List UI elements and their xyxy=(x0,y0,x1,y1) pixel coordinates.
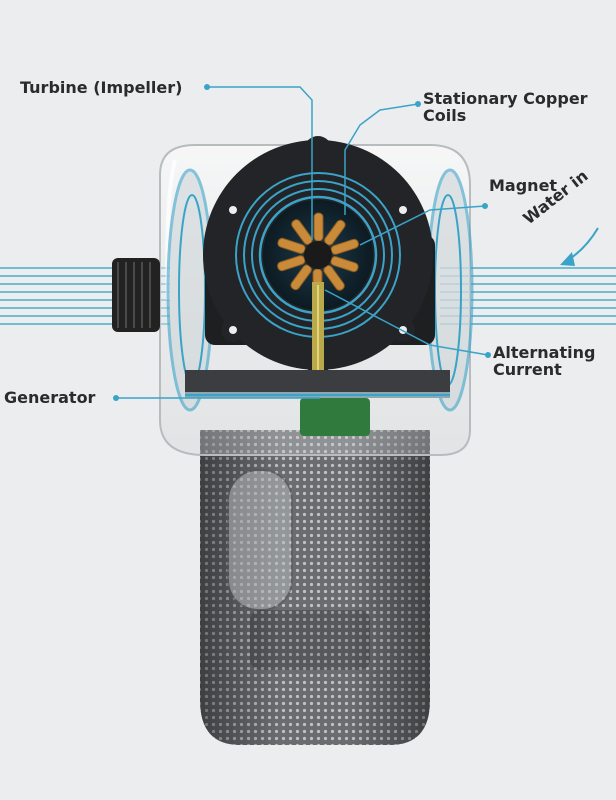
water-stream-left xyxy=(0,267,170,325)
alternating-current-label: Alternating Current xyxy=(493,344,595,378)
water-in-arrow xyxy=(560,227,599,266)
threaded-inlet xyxy=(112,258,160,332)
ac-label-line2: Current xyxy=(493,360,562,379)
generator-label: Generator xyxy=(4,388,96,407)
generator-board xyxy=(185,370,450,436)
leader-lines xyxy=(116,86,489,399)
coils-label-line1: Stationary Copper xyxy=(423,89,588,108)
mesh-canister xyxy=(200,430,430,745)
coils-label: Stationary Copper Coils xyxy=(423,90,588,124)
coils-label-line2: Coils xyxy=(423,106,467,125)
magnet-label: Magnet xyxy=(489,176,558,195)
turbine-label: Turbine (Impeller) xyxy=(20,78,183,97)
ac-label-line1: Alternating xyxy=(493,343,596,362)
impeller-hub xyxy=(304,241,332,269)
leader-dots xyxy=(113,84,491,401)
